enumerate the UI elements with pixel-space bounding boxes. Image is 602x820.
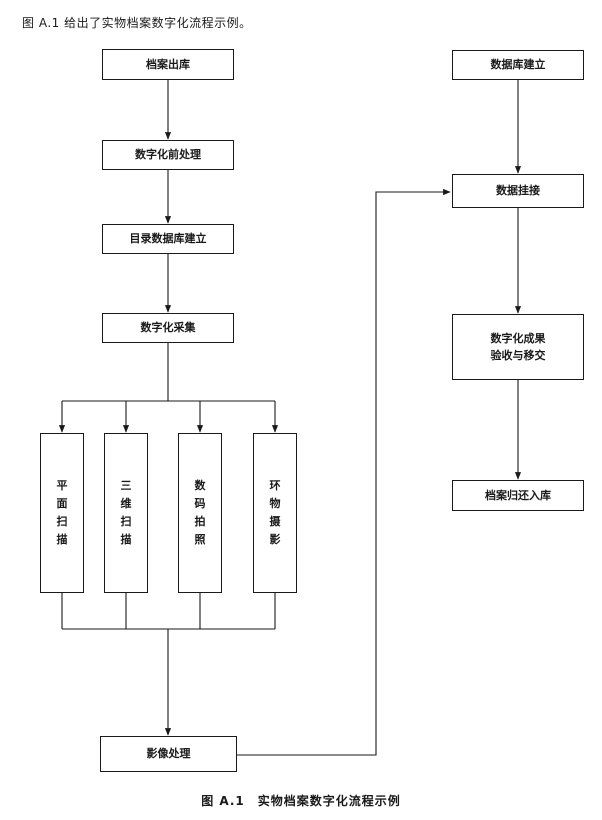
node-dangan-chuku: 档案出库 [102,49,234,80]
node-mulu-jianli-label: 目录数据库建立 [129,232,207,246]
node-mulu-jianli: 目录数据库建立 [102,224,234,254]
node-dangan-chuku-label: 档案出库 [146,57,190,71]
node-huiku: 档案归还入库 [452,480,584,511]
node-sanwei: 三维扫描 [104,433,148,593]
node-caiji: 数字化采集 [102,313,234,343]
node-shujuku-jianli: 数据库建立 [452,50,584,80]
node-yanshou: 数字化成果 验收与移交 [452,314,584,380]
node-huanwu-label: 环物摄影 [269,478,281,547]
node-guajie: 数据挂接 [452,174,584,208]
intro-text: 图 A.1 给出了实物档案数字化流程示例。 [22,16,252,30]
node-sanwei-label: 三维扫描 [120,478,132,547]
node-shujuku-jianli-label: 数据库建立 [490,58,546,72]
node-qianchuli-label: 数字化前处理 [135,148,201,162]
node-caiji-label: 数字化采集 [140,321,196,335]
node-guajie-label: 数据挂接 [496,184,540,198]
node-yanshou-label-line1: 数字化成果 [490,331,546,345]
node-huiku-label: 档案归还入库 [485,488,551,502]
arrow-yingxiang-to-guajie [237,188,451,756]
node-shuma: 数码拍照 [178,433,222,593]
node-pingmian-label: 平面扫描 [56,478,68,547]
node-qianchuli: 数字化前处理 [102,140,234,170]
node-shuma-label: 数码拍照 [194,478,206,547]
node-yanshou-label-line2: 验收与移交 [490,349,546,362]
node-yingxiang: 影像处理 [100,736,237,772]
figure-caption: 图 A.1 实物档案数字化流程示例 [201,794,401,808]
node-pingmian: 平面扫描 [40,433,84,593]
node-huanwu: 环物摄影 [253,433,297,593]
node-yingxiang-label: 影像处理 [146,747,191,761]
